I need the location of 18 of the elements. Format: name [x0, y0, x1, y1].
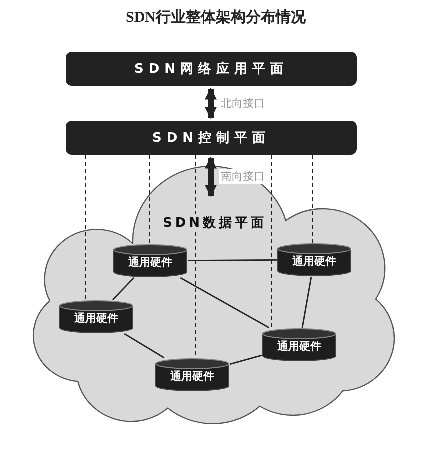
double-arrow: [205, 88, 217, 120]
plane-bar: [66, 121, 357, 155]
double-arrow: [205, 156, 217, 198]
bar-label: SDN控制平面: [152, 130, 271, 147]
cylinder-label: 通用硬件: [170, 369, 216, 384]
connector-line: [188, 260, 277, 262]
cylinder-label: 通用硬件: [74, 311, 120, 326]
plane-bar: [66, 52, 357, 86]
connector-line: [124, 333, 165, 359]
connector-line: [302, 276, 312, 328]
bar-label: SDN网络应用平面: [134, 60, 289, 78]
connector-line: [112, 278, 135, 300]
cylinder-label: 通用硬件: [276, 339, 322, 354]
connector-line: [230, 354, 262, 366]
cylinder-label: 通用硬件: [128, 255, 174, 270]
connector-line: [180, 277, 270, 329]
cylinder-label: 通用硬件: [292, 254, 338, 269]
title: SDN行业整体架构分布情况: [124, 8, 307, 27]
